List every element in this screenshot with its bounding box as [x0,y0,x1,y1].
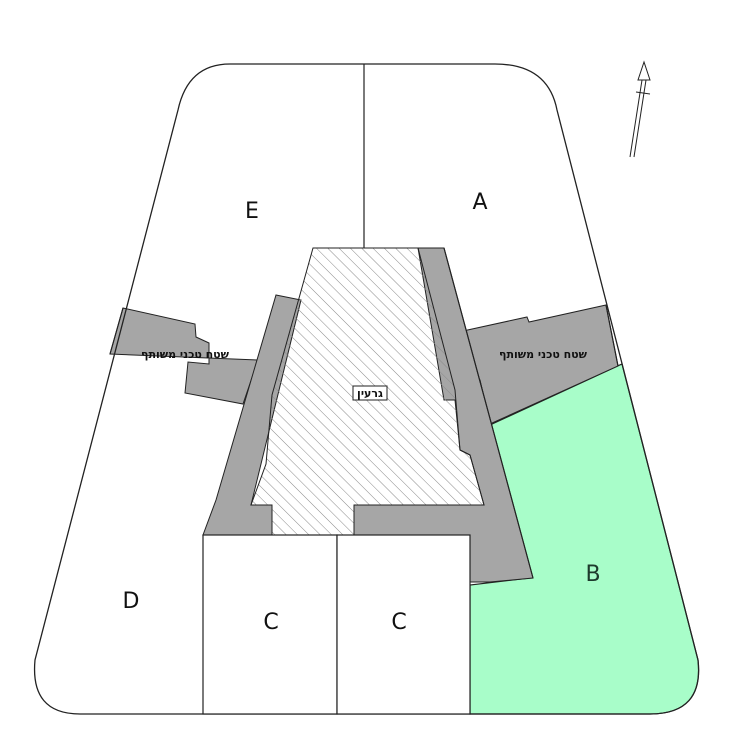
zone-label-a: A [472,190,487,215]
shared-area-label-right: שטח טכני משותף [499,348,588,361]
shared-area-label-left: שטח טכני משותף [141,348,230,361]
zone-label-d: D [123,589,140,614]
zone-label-c-left: C [263,610,278,635]
core-label: גרעין [357,387,383,400]
zone-c-unit-right [336,534,471,715]
zone-label-c-right: C [391,610,406,635]
zone-c-unit-left [202,534,338,715]
zone-label-b: B [585,562,600,587]
zone-dividers [109,64,619,579]
zone-label-e: E [245,199,259,224]
shared-area-left [109,307,259,405]
plot-outline [33,63,700,715]
north-arrow-icon [629,60,651,158]
core-label-box [352,385,388,401]
